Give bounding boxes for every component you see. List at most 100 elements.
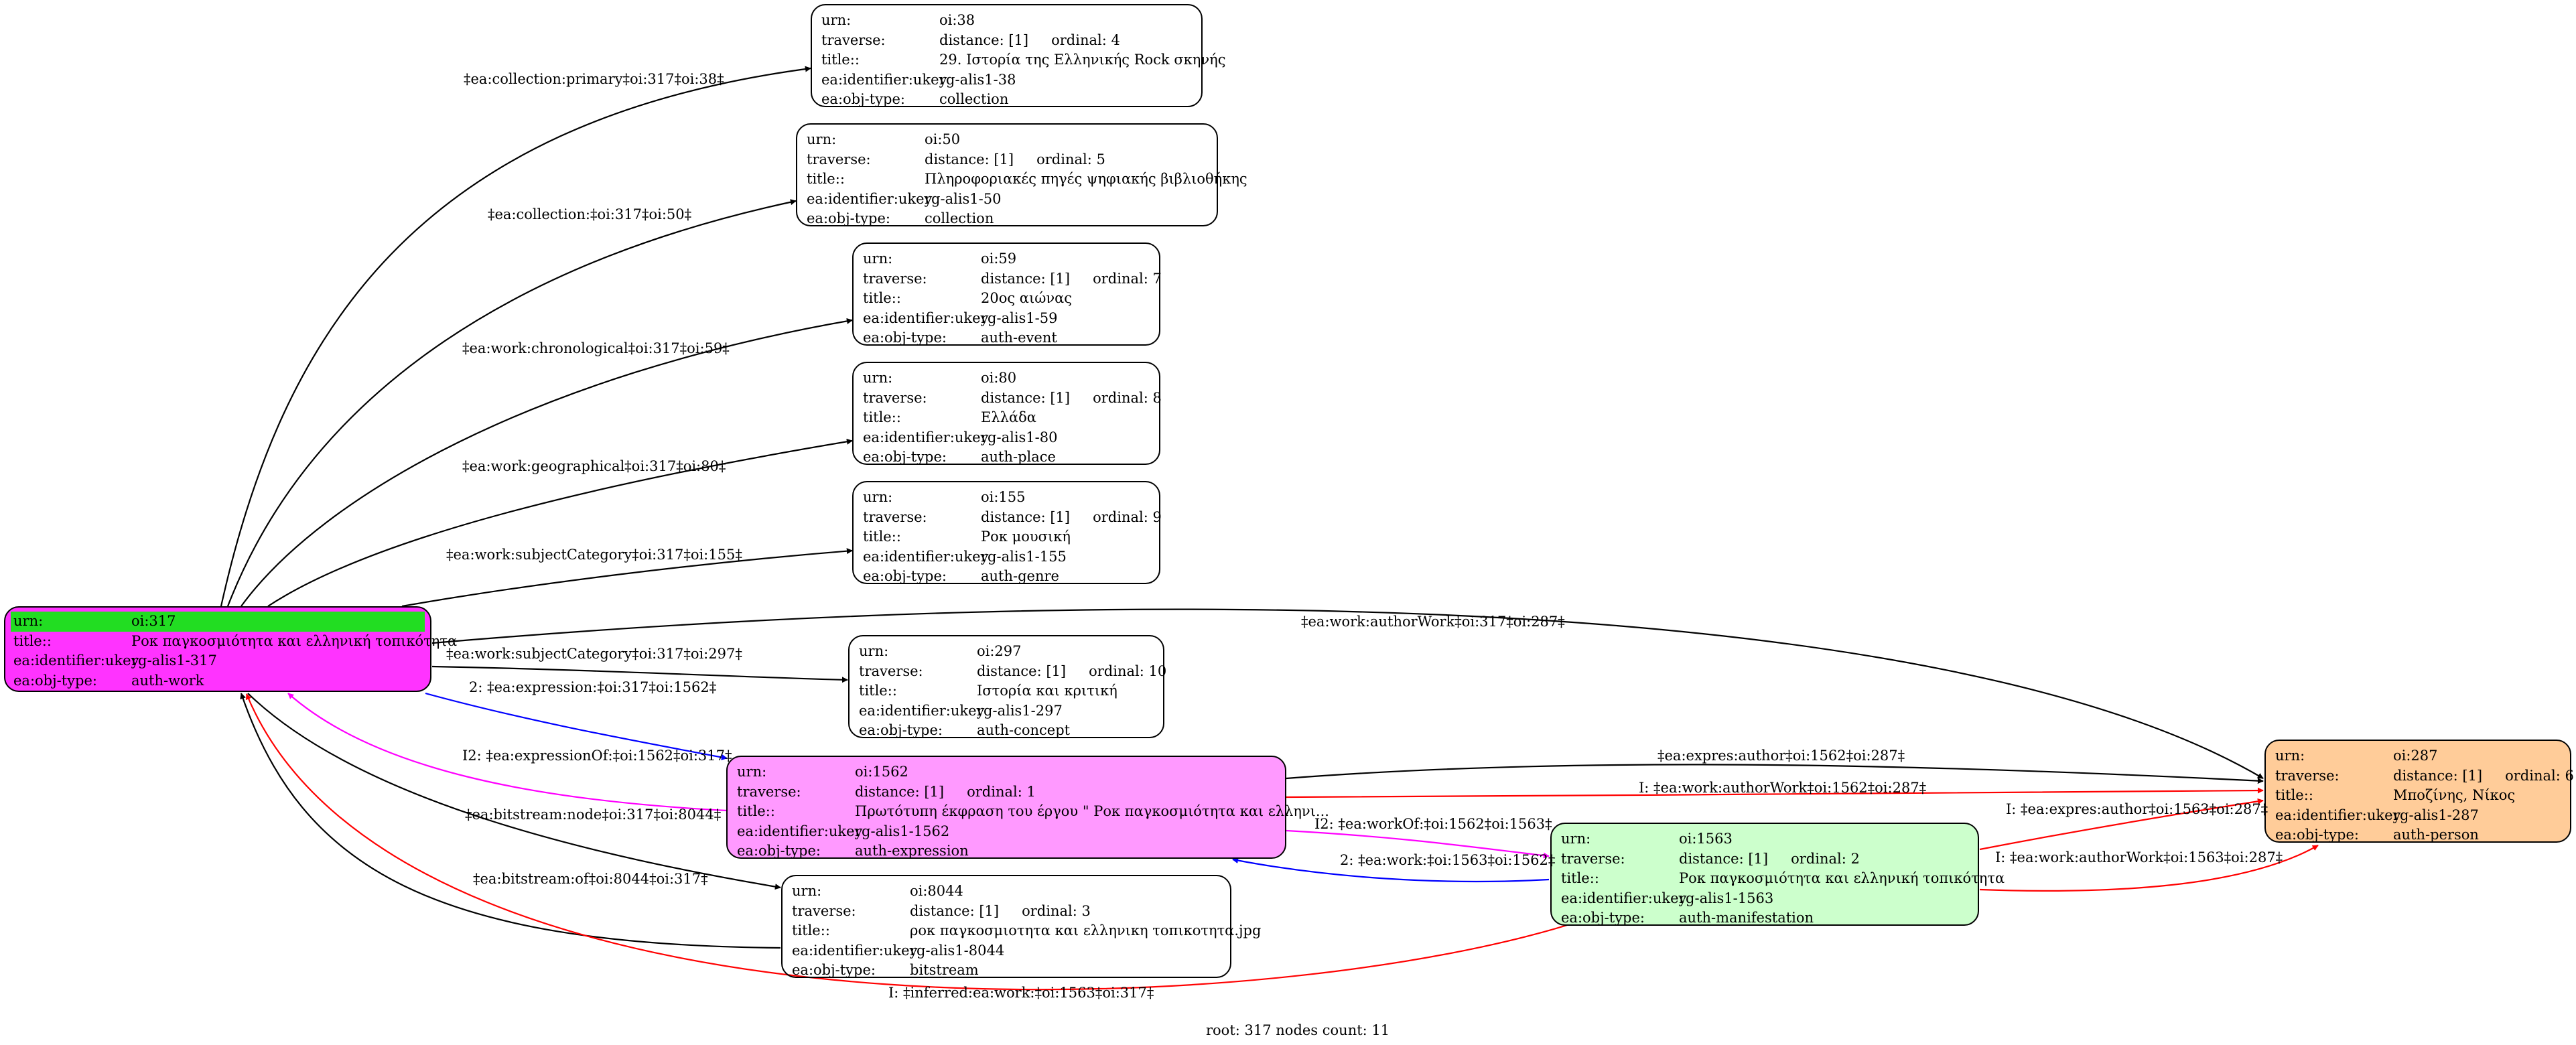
title-value: Πρωτότυπη έκφραση του έργου " Ροκ παγκοσ… [855, 803, 1329, 819]
ukey-key: ea:identifier:ukey [2275, 807, 2401, 823]
title-value: 20ος αιώνας [981, 290, 1073, 306]
traverse-key: traverse: [737, 783, 801, 800]
traverse-key: traverse: [863, 508, 927, 525]
type-key: ea:obj-type: [807, 210, 890, 226]
edge-label-expression-of: I2: ‡ea:expressionOf:‡oi:1562‡oi:317‡ [462, 748, 732, 764]
traverse-key: traverse: [1561, 850, 1625, 867]
ordinal-value: ordinal: 8 [1093, 389, 1162, 406]
edge-work [1232, 857, 1550, 883]
traverse-key: traverse: [792, 902, 856, 919]
type-key: ea:obj-type: [863, 449, 947, 465]
title-key: title:: [13, 632, 52, 649]
title-value: Ροκ μουσική [981, 529, 1071, 545]
ukey-key: ea:identifier:ukey [807, 190, 933, 207]
type-key: ea:obj-type: [863, 568, 947, 584]
edge-chronological [241, 318, 853, 607]
traverse-key: traverse: [863, 389, 927, 406]
ukey-value: rg-alis1-155 [981, 548, 1067, 565]
ordinal-value: ordinal: 4 [1051, 31, 1120, 48]
ukey-value: rg-alis1-1563 [1679, 890, 1774, 906]
distance-value: distance: [1] [981, 508, 1071, 525]
distance-value: distance: [1] [855, 783, 945, 800]
title-key: title:: [821, 52, 860, 68]
type-key: ea:obj-type: [863, 330, 947, 346]
ukey-key: ea:identifier:ukey [1561, 890, 1687, 906]
title-value: Ιστορία και κριτική [977, 683, 1117, 699]
edge-label-collection-primary: ‡ea:collection:primary‡oi:317‡oi:38‡ [464, 71, 724, 87]
edge-expression-of [287, 693, 728, 812]
title-value: 29. Ιστορία της Ελληνικής Rock σκηνής [939, 52, 1226, 68]
edge-label-i-expres-author-1563: I: ‡ea:expres:author‡oi:1563‡oi:287‡ [2006, 801, 2268, 817]
title-value: ροκ παγκοσμιοτητα και ελληνικη τοπικοτητ… [910, 922, 1262, 938]
distance-value: distance: [1] [925, 151, 1014, 167]
node-oi-38[interactable]: urn:oi:38 traverse:distance: [1]ordinal:… [811, 4, 1225, 107]
node-oi-50[interactable]: urn:oi:50 traverse:distance: [1]ordinal:… [796, 123, 1247, 226]
node-oi-297[interactable]: urn:oi:297 traverse:distance: [1]ordinal… [848, 635, 1167, 738]
urn-value: oi:59 [981, 251, 1017, 267]
edge-i-authorwork-1562 [1286, 787, 2264, 798]
edge-label-subject-155: ‡ea:work:subjectCategory‡oi:317‡oi:155‡ [446, 547, 742, 563]
distance-value: distance: [1] [910, 902, 1000, 919]
distance-value: distance: [1] [977, 663, 1067, 679]
ukey-value: rg-alis1-59 [981, 309, 1058, 326]
title-key: title:: [863, 529, 901, 545]
type-value: auth-place [981, 449, 1056, 465]
urn-value: oi:155 [981, 489, 1026, 505]
ukey-value: rg-alis1-1562 [855, 823, 950, 839]
urn-value: oi:80 [981, 370, 1017, 386]
type-key: ea:obj-type: [13, 672, 97, 689]
node-oi-8044[interactable]: urn: oi:8044 traverse: distance: [1] ordina… [781, 875, 1261, 978]
title-value: Μποζίνης, Νίκος [2393, 787, 2516, 803]
title-value: Πληροφοριακές πηγές ψηφιακής βιβλιοθήκης [925, 171, 1247, 187]
ordinal-value: ordinal: 10 [1089, 663, 1167, 679]
type-value: auth-event [981, 330, 1057, 346]
ukey-value: rg-alis1-8044 [910, 942, 1005, 959]
urn-key: urn: [863, 251, 893, 267]
traverse-key: traverse: [863, 270, 927, 287]
urn-key: urn: [863, 489, 893, 505]
traverse-key: traverse: [2275, 767, 2340, 784]
node-oi-317[interactable]: urn:oi:317 title::Ροκ παγκοσμιότητα και … [4, 606, 457, 692]
urn-key: urn: [792, 883, 822, 899]
urn-value: oi:8044 [910, 883, 963, 899]
urn-key: urn: [807, 131, 837, 147]
title-key: title:: [737, 803, 775, 819]
ordinal-value: ordinal: 3 [1022, 902, 1091, 919]
urn-key: urn: [863, 370, 893, 386]
node-oi-155[interactable]: urn:oi:155 traverse:distance: [1]ordinal… [852, 481, 1162, 584]
type-value: auth-expression [855, 843, 969, 859]
node-oi-287[interactable]: urn:oi:287 traverse:distance: [1]ordinal… [2264, 740, 2574, 843]
edge-label-i-authorwork-1562: I: ‡ea:work:authorWork‡oi:1562‡oi:287‡ [1639, 780, 1927, 796]
ukey-key: ea:identifier:ukey [859, 702, 985, 719]
ukey-value: rg-alis1-297 [977, 702, 1063, 719]
ukey-key: ea:identifier:ukey [863, 548, 989, 565]
distance-value: distance: [1] [981, 270, 1071, 287]
ukey-key: ea:identifier:ukey [13, 652, 139, 669]
edge-label-bitstream-of: ‡ea:bitstream:of‡oi:8044‡oi:317‡ [473, 871, 708, 887]
type-value: auth-genre [981, 568, 1059, 584]
distance-value: distance: [1] [1679, 850, 1769, 867]
type-key: ea:obj-type: [737, 843, 821, 859]
type-value: auth-concept [977, 722, 1071, 738]
graph-footer: root: 317 nodes count: 11 [1206, 1022, 1390, 1038]
title-key: title:: [792, 922, 830, 938]
type-value: auth-manifestation [1679, 910, 1814, 926]
node-oi-1563[interactable]: urn:oi:1563 traverse:distance: [1]ordina… [1550, 823, 2005, 926]
node-oi-80[interactable]: urn:oi:80 traverse:distance: [1]ordinal:… [852, 362, 1162, 465]
ukey-key: ea:identifier:ukey [863, 429, 989, 445]
title-key: title:: [1561, 870, 1599, 886]
node-oi-1562[interactable]: urn:oi:1562 traverse:distance: [1]ordina… [726, 756, 1329, 859]
edge-collection-primary [220, 66, 811, 607]
distance-value: distance: [1] [939, 31, 1029, 48]
ordinal-value: ordinal: 7 [1093, 270, 1162, 287]
node-oi-59[interactable]: urn: oi:59 traverse: distance: [1] ordinal:… [852, 242, 1162, 346]
ukey-key: ea:identifier:ukey [863, 309, 989, 326]
ordinal-value: ordinal: 2 [1791, 850, 1860, 867]
edge-label-subject-297: ‡ea:work:subjectCategory‡oi:317‡oi:297‡ [446, 646, 742, 662]
urn-key: urn: [821, 12, 852, 28]
edge-inferred-work [245, 693, 1612, 991]
title-key: title:: [2275, 787, 2313, 803]
edge-label-chronological: ‡ea:work:chronological‡oi:317‡oi:59‡ [462, 340, 730, 356]
edge-bitstream-node [247, 693, 781, 890]
ukey-value: rg-alis1-38 [939, 71, 1016, 88]
